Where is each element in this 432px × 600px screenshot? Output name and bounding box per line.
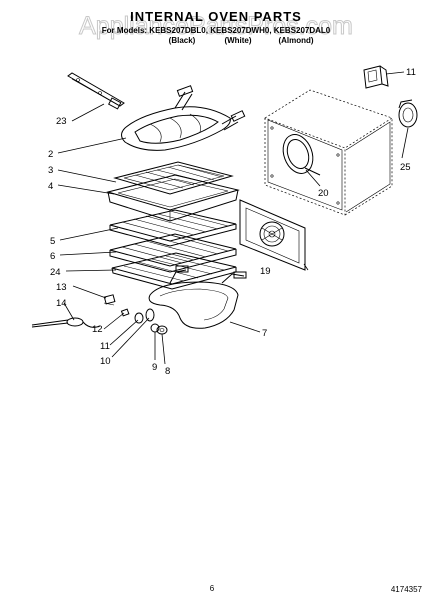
color-almond-label: (Almond) [278, 36, 313, 45]
callout-23: 23 [56, 116, 67, 127]
callout-labels: 23 2 3 4 5 6 24 13 14 12 11 10 9 8 7 19 … [48, 67, 416, 377]
part-6-oven-rack [109, 233, 237, 273]
models-line: For Models: KEBS207DBL0, KEBS207DWH0, KE… [102, 26, 331, 35]
callout-25: 25 [400, 162, 411, 173]
callout-6: 6 [50, 251, 55, 262]
part-23-bracket [67, 72, 125, 110]
callout-20: 20 [318, 188, 329, 199]
part-7-bake-element [148, 265, 247, 329]
callout-14: 14 [56, 298, 67, 309]
callout-9: 9 [152, 362, 157, 373]
part-13-terminal [103, 294, 116, 306]
callout-13: 13 [56, 282, 67, 293]
part-20-convection-element [282, 134, 321, 176]
part-5-oven-rack [109, 209, 237, 247]
callout-8: 8 [165, 366, 170, 377]
callout-2: 2 [48, 149, 53, 160]
leader-lines [57, 71, 409, 365]
part-2-broil-element [121, 85, 246, 151]
callout-10: 10 [100, 356, 111, 367]
callout-11-upper: 11 [406, 67, 416, 78]
callout-24: 24 [50, 267, 61, 278]
oven-cavity [264, 89, 393, 216]
color-black-label: (Black) [169, 36, 196, 45]
part-4-broiler-pan [106, 174, 240, 222]
part-11-bracket [363, 65, 389, 89]
part-11-bulb-socket [134, 312, 144, 324]
watermark-text: AppliancePartsPros.com [79, 12, 353, 40]
part-14-sensor [31, 317, 101, 328]
callout-5: 5 [50, 236, 55, 247]
callout-12: 12 [92, 324, 103, 335]
callout-4: 4 [48, 181, 53, 192]
page-title: INTERNAL OVEN PARTS [130, 9, 302, 24]
page-number: 6 [210, 584, 215, 593]
color-white-label: (White) [224, 36, 251, 45]
part-19-fan-cover [239, 199, 306, 271]
callout-11-lower: 11 [100, 341, 110, 352]
callout-19: 19 [260, 266, 271, 277]
callout-7: 7 [262, 328, 267, 339]
document-number: 4174357 [391, 585, 423, 594]
part-12-screw [120, 308, 130, 317]
part-25-fan-motor [398, 99, 418, 128]
part-10-bulb [145, 308, 155, 322]
callout-3: 3 [48, 165, 53, 176]
